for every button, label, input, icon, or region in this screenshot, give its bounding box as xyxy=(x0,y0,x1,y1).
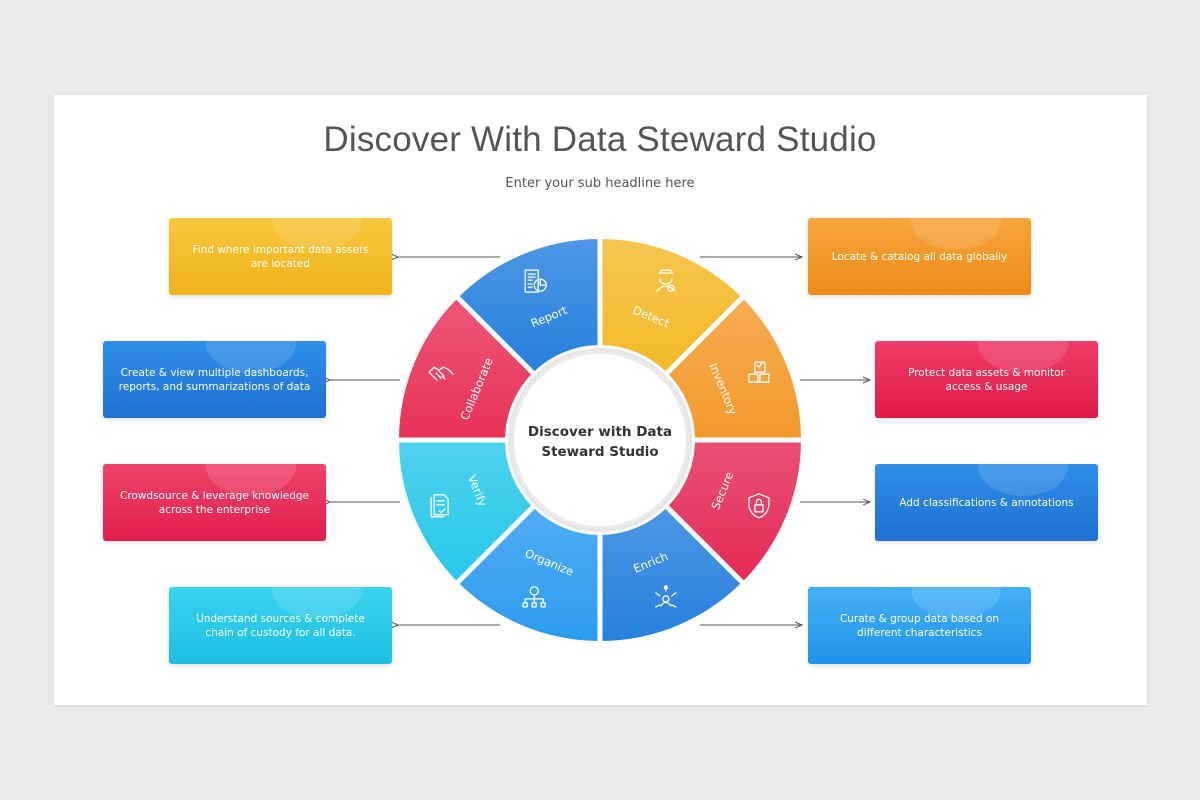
box-verify: Understand sources & complete chain of c… xyxy=(169,587,392,664)
user-network-icon xyxy=(655,585,677,608)
box-secure-text: Protect data assets & monitor access & u… xyxy=(908,366,1065,393)
center-line-1: Discover with Data xyxy=(527,424,673,440)
box-organize-text: Curate & group data based on different c… xyxy=(839,612,1000,639)
box-inventory: Locate & catalog all data globally xyxy=(808,218,1031,295)
box-collaborate: Crowdsource & leverage knowledge across … xyxy=(103,464,326,541)
shield-lock-icon xyxy=(748,493,770,519)
box-report: Create & view multiple dashboards, repor… xyxy=(103,341,326,418)
document-check-icon xyxy=(430,494,449,518)
segment-report: Report xyxy=(456,236,600,374)
box-detect: Find where important data assets are loc… xyxy=(169,218,392,295)
segment-enrich: Enrich xyxy=(600,506,744,644)
box-inventory-text: Locate & catalog all data globally xyxy=(831,250,1008,263)
report-chart-icon xyxy=(524,269,547,293)
box-organize: Curate & group data based on different c… xyxy=(808,587,1031,664)
segment-inventory: Inventory xyxy=(666,296,804,440)
box-verify-text: Understand sources & complete chain of c… xyxy=(196,612,365,639)
box-collaborate-text: Crowdsource & leverage knowledge across … xyxy=(119,489,309,516)
box-enrich-text: Add classifications & annotations xyxy=(899,496,1074,509)
center-line-2: Steward Studio xyxy=(541,444,659,460)
segment-verify: Verify xyxy=(396,440,534,584)
inspector-icon xyxy=(656,269,676,292)
box-report-text: Create & view multiple dashboards, repor… xyxy=(118,366,311,393)
page-title: Discover With Data Steward Studio xyxy=(323,120,877,159)
box-enrich: Add classifications & annotations xyxy=(875,464,1098,541)
segment-collaborate: Collaborate xyxy=(396,296,534,440)
page-subtitle: Enter your sub headline here xyxy=(505,176,695,191)
connector-lines xyxy=(330,257,870,625)
center-label: Discover with Data Steward Studio xyxy=(520,422,680,462)
box-detect-text: Find where important data assets are loc… xyxy=(192,243,369,270)
segment-detect: Detect xyxy=(600,236,744,374)
box-secure: Protect data assets & monitor access & u… xyxy=(875,341,1098,418)
boxes-checklist-icon xyxy=(748,361,770,383)
gear-hierarchy-icon xyxy=(522,586,546,608)
segment-organize: Organize xyxy=(456,506,600,644)
handshake-icon xyxy=(428,366,454,381)
segment-secure: Secure xyxy=(666,440,804,584)
